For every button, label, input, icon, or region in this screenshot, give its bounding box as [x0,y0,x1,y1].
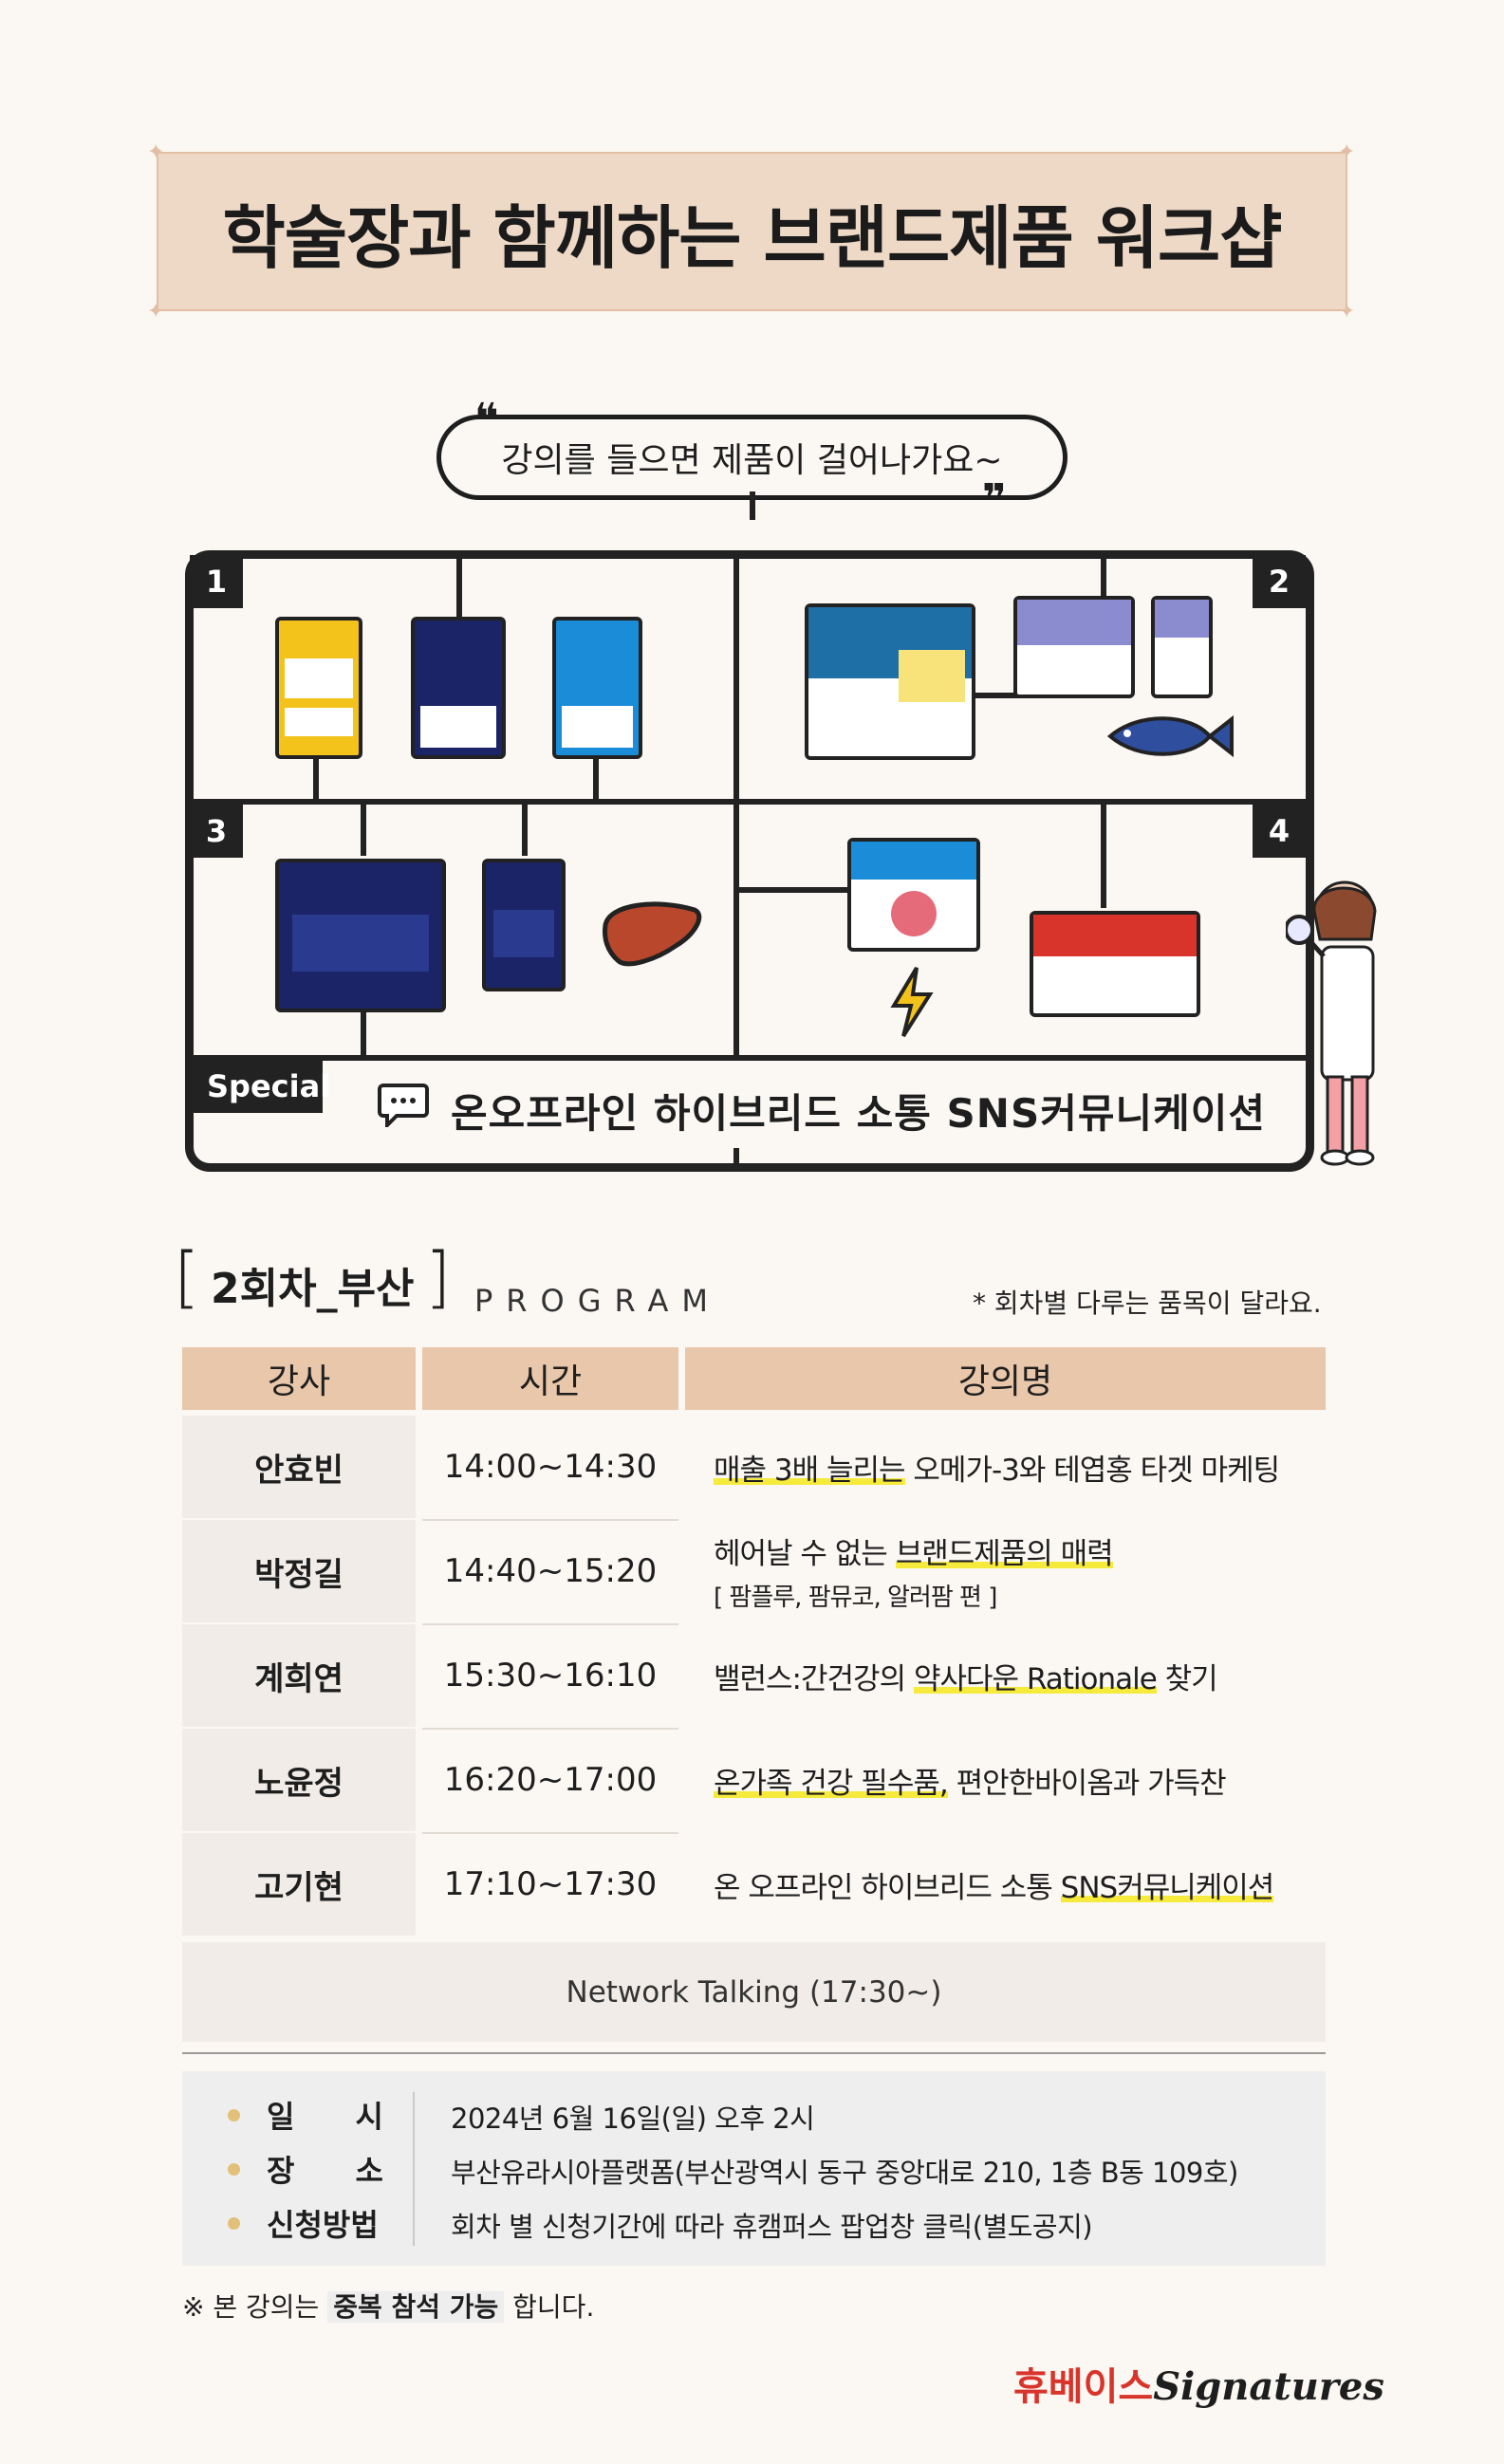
table-row-name: 고기현 [182,1833,416,1936]
section-number: 3 [190,805,243,858]
product-allerpam [552,617,642,759]
info-label-date: 일 시 [228,2092,383,2138]
table-row-title: 헤어날 수 없는 브랜드제품의 매력 [ 팜플루, 팜뮤코, 알러팜 편 ] [685,1520,1326,1622]
section-number: 2 [1253,555,1306,608]
lightning-icon [890,966,934,1038]
footnote: ※ 본 강의는 중복 참석 가능 합니다. [182,2291,595,2323]
divider [413,2092,415,2246]
table-row-time: 14:40~15:20 [422,1520,678,1622]
event-info-box [182,2071,1326,2266]
page-title: 학술장과 함께하는 브랜드제품 워크샵 [222,197,1282,278]
section-number: 1 [190,555,243,608]
grid-line [361,799,366,856]
product-pamflu [275,617,362,759]
section-number: 4 [1253,805,1306,858]
table-row-time: 14:00~14:30 [422,1416,678,1518]
info-value-apply: 회차 별 신청기간에 따라 휴캠퍼스 팝업창 클릭(별도공지) [451,2211,1093,2243]
close-quote-icon: ❞ [982,475,1007,524]
fish-icon [1106,714,1234,758]
product-pammuco [411,617,506,759]
quote-text: 강의를 들으면 제품이 걸어나가요~ [501,441,1003,480]
special-text: 온오프라인 하이브리드 소통 SNS커뮤니케이션 [451,1090,1267,1137]
divider [422,1623,678,1625]
table-row-title: 온가족 건강 필수품, 편안한바이옴과 가득찬 [685,1729,1326,1831]
grid-line [735,887,849,893]
bracket-left: [ [174,1238,200,1316]
bullet-icon [228,2162,240,2176]
program-label: PROGRAM [474,1283,721,1319]
special-tag: Special [190,1060,330,1113]
divider [182,2052,1326,2054]
open-quote-icon: ❝ [474,395,499,443]
network-row: Network Talking (17:30~) [182,1942,1326,2042]
product-gadeukchan [1030,911,1200,1017]
divider [422,1728,678,1730]
product-balance-small [482,859,566,991]
table-row-subtitle: [ 팜플루, 팜뮤코, 알러팜 편 ] [714,1584,997,1612]
col-header-lecturer: 강사 [182,1347,416,1410]
product-balance-liver [275,859,446,1012]
info-label-apply: 신청방법 [228,2200,379,2246]
chat-bubble-icon [378,1084,429,1127]
brand-logo: 휴베이스Signatures [1013,2364,1384,2409]
product-daily-small [1151,596,1213,698]
info-label-place: 장 소 [228,2146,383,2192]
pharmacist-figure [1286,880,1377,1166]
table-row-title: 밸런스:간건강의 약사다운 Rationale 찾기 [685,1624,1326,1727]
title-banner: 학술장과 함께하는 브랜드제품 워크샵 [157,152,1347,311]
session-title: 2회차_부산 [211,1265,415,1313]
divider [422,1519,678,1521]
table-row-title: 매출 3배 늘리는 오메가-3와 테엽홍 타겟 마케팅 [685,1416,1326,1518]
grid-line [456,555,462,617]
grid-line [1101,555,1106,612]
info-value-place: 부산유라시아플랫폼(부산광역시 동구 중앙대로 210, 1층 B동 109호) [451,2157,1238,2189]
table-row-time: 16:20~17:00 [422,1729,678,1831]
table-row-time: 15:30~16:10 [422,1624,678,1727]
grid-line [190,799,1309,805]
grid-line [361,1010,366,1058]
bullet-icon [228,2108,240,2121]
table-row-name: 계희연 [182,1624,416,1727]
info-value-date: 2024년 6월 16일(일) 오후 2시 [451,2103,815,2135]
grid-line [1101,799,1106,908]
connector [750,491,755,520]
grid-line [733,555,739,1058]
col-header-title: 강의명 [685,1347,1326,1410]
product-biome [847,838,980,952]
divider [422,1832,678,1834]
table-row-time: 17:10~17:30 [422,1833,678,1936]
product-daily-pack [1013,596,1135,698]
table-row-name: 노윤정 [182,1729,416,1831]
bracket-right: ] [425,1238,452,1316]
table-row-title: 온 오프라인 하이브리드 소통 SNS커뮤니케이션 [685,1833,1326,1936]
quote-bubble: 강의를 들으면 제품이 걸어나가요~ [436,415,1068,500]
grid-line [190,1055,1309,1061]
table-row-name: 안효빈 [182,1416,416,1518]
grid-line [733,1148,739,1167]
bullet-icon [228,2216,240,2230]
col-header-time: 시간 [422,1347,678,1410]
table-row-name: 박정길 [182,1520,416,1622]
session-note: * 회차별 다루는 품목이 달라요. [973,1288,1322,1319]
product-daily-omega [805,603,975,760]
grid-line [522,799,528,856]
liver-icon [603,901,702,967]
